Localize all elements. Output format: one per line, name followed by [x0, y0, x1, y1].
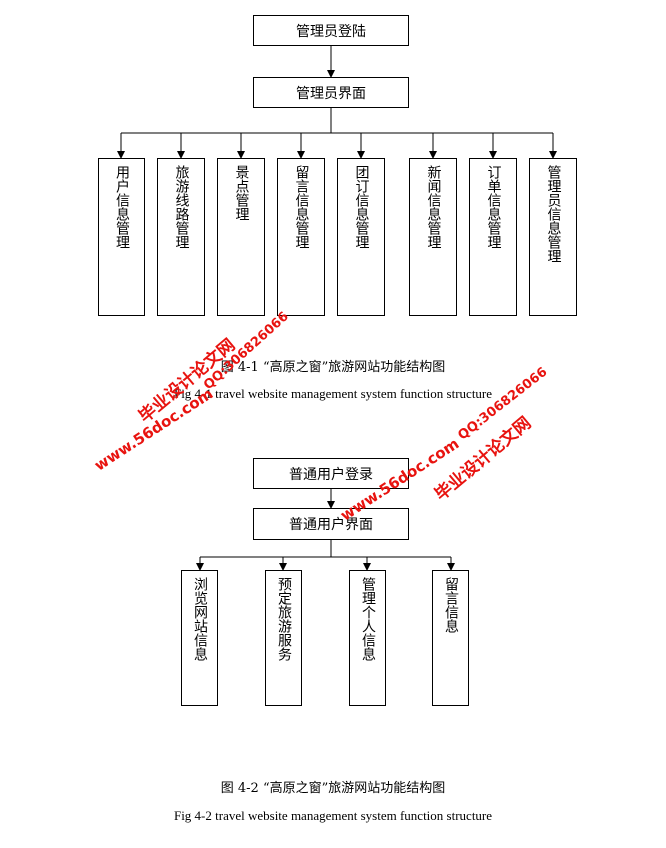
- module-box-scenic-spots: 景点管理: [217, 158, 265, 316]
- figure-caption-cn-1: 图 4-1 “高原之窗”旅游网站功能结构图: [220, 360, 446, 375]
- user-login-box: 普通用户登录: [253, 458, 409, 489]
- module-box-orders: 订单信息管理: [469, 158, 517, 316]
- user-module-box-messages: 留言信息: [432, 570, 469, 706]
- module-box-news: 新闻信息管理: [409, 158, 457, 316]
- user-module-box-personal: 管理个人信息: [349, 570, 386, 706]
- admin-interface-box: 管理员界面: [253, 77, 409, 108]
- module-box-travel-routes: 旅游线路管理: [157, 158, 205, 316]
- module-box-admin-info: 管理员信息管理: [529, 158, 577, 316]
- user-interface-box: 普通用户界面: [253, 508, 409, 540]
- admin-login-box: 管理员登陆: [253, 15, 409, 46]
- module-box-user-info: 用户信息管理: [98, 158, 145, 316]
- figure-caption-en-1: Fig 4-1 travel website management system…: [173, 386, 493, 401]
- user-module-box-browse: 浏览网站信息: [181, 570, 218, 706]
- module-box-messages: 留言信息管理: [277, 158, 325, 316]
- figure-caption-cn-2: 图 4-2 “高原之窗”旅游网站功能结构图: [220, 781, 446, 796]
- module-box-group-orders: 团订信息管理: [337, 158, 385, 316]
- figure-caption-en-2: Fig 4-2 travel website management system…: [173, 808, 493, 823]
- user-module-box-booking: 预定旅游服务: [265, 570, 302, 706]
